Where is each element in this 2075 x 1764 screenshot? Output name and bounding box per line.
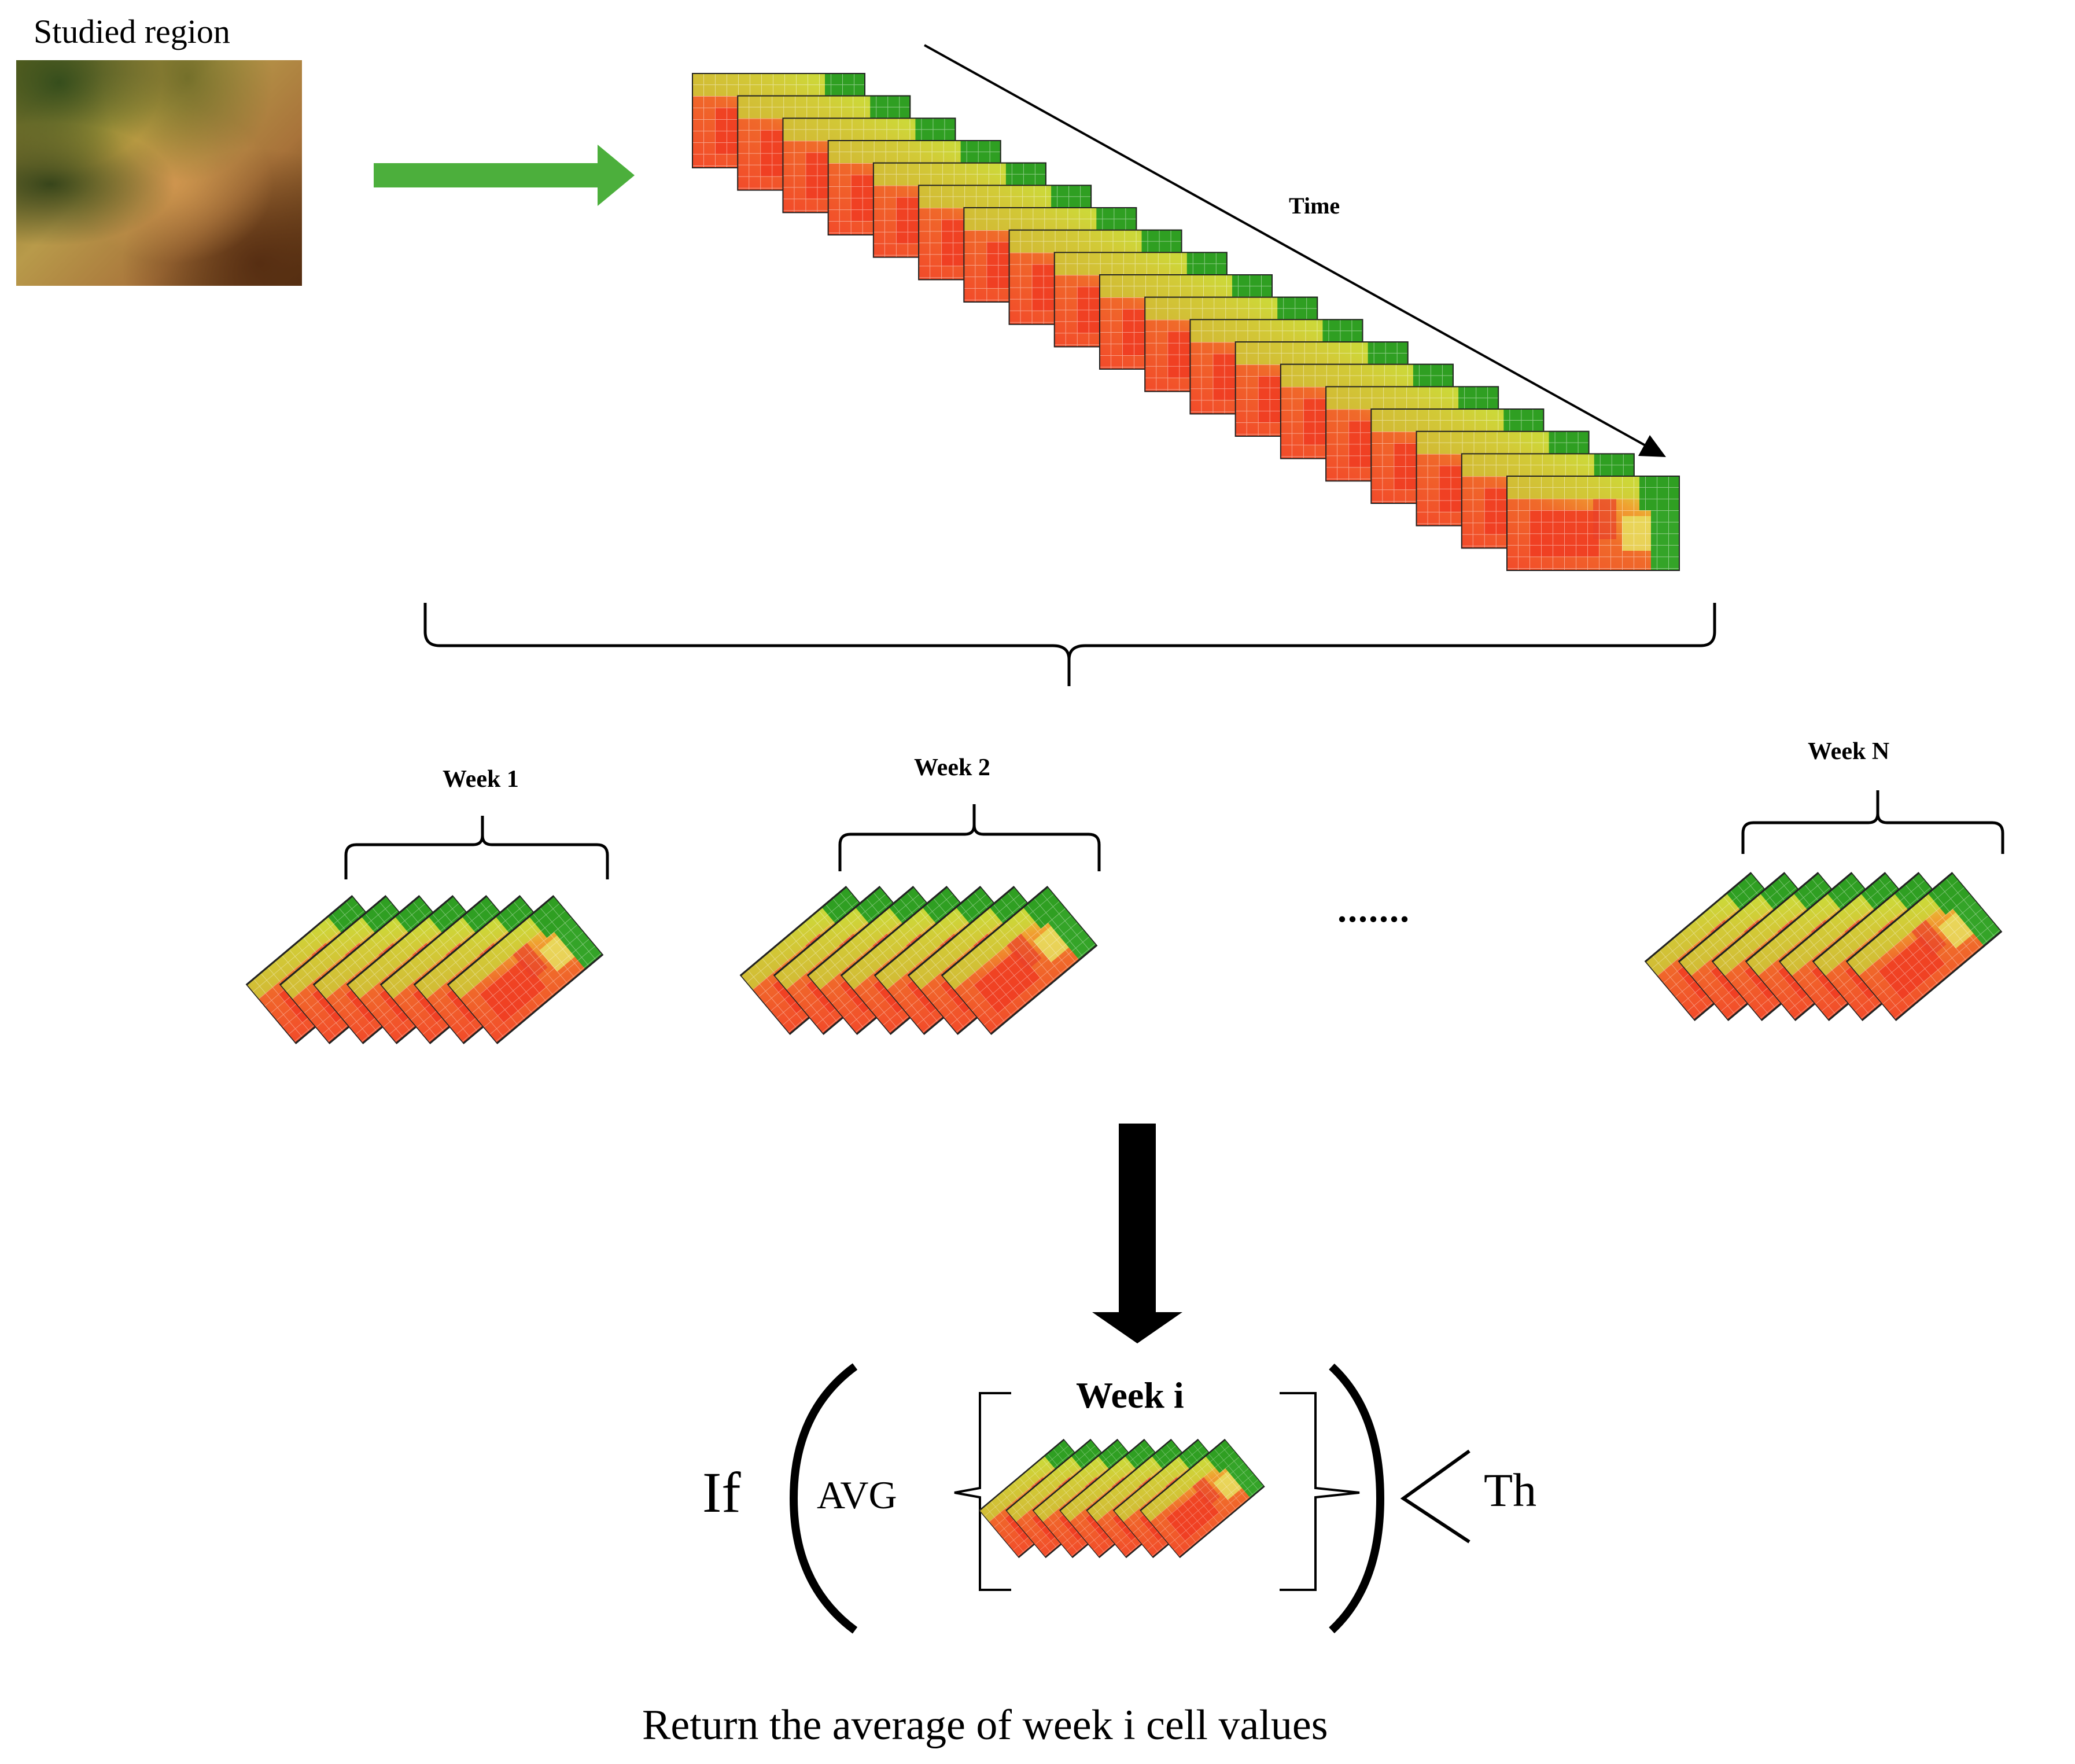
- week-i-label: Week i: [1076, 1375, 1184, 1416]
- week-1-label: Week 1: [443, 766, 519, 793]
- week-n-brace: [1741, 790, 2004, 854]
- down-arrow-icon: [1092, 1124, 1182, 1343]
- right-inner-bracket: [1280, 1392, 1360, 1591]
- studied-region-image: [16, 60, 302, 286]
- studied-region-label: Studied region: [34, 13, 230, 50]
- threshold-label: Th: [1484, 1464, 1537, 1516]
- week-n-label: Week N: [1808, 738, 1890, 765]
- time-series-map: [1506, 476, 1680, 571]
- left-parenthesis: [789, 1363, 858, 1634]
- week-i-stack: [978, 1438, 1266, 1559]
- less-than-symbol: [1400, 1449, 1470, 1544]
- time-label: Time: [1289, 193, 1340, 219]
- week-2-brace: [838, 804, 1101, 871]
- if-label: If: [702, 1460, 741, 1524]
- week-2-label: Week 2: [914, 754, 990, 781]
- ellipsis-label: .......: [1337, 889, 1410, 930]
- time-arrow-head-icon: [1638, 435, 1666, 457]
- time-arrow: [924, 44, 1648, 448]
- weekly-stacks: [246, 872, 2002, 1043]
- green-arrow-icon: [374, 145, 635, 206]
- time-series-stack: [692, 73, 1680, 571]
- week-1-brace: [344, 816, 609, 879]
- caption-label: Return the average of week i cell values: [642, 1702, 1328, 1749]
- right-parenthesis: [1329, 1363, 1385, 1634]
- avg-label: AVG: [817, 1473, 897, 1517]
- left-inner-bracket: [954, 1392, 1011, 1591]
- main-grouping-brace: [423, 603, 1716, 686]
